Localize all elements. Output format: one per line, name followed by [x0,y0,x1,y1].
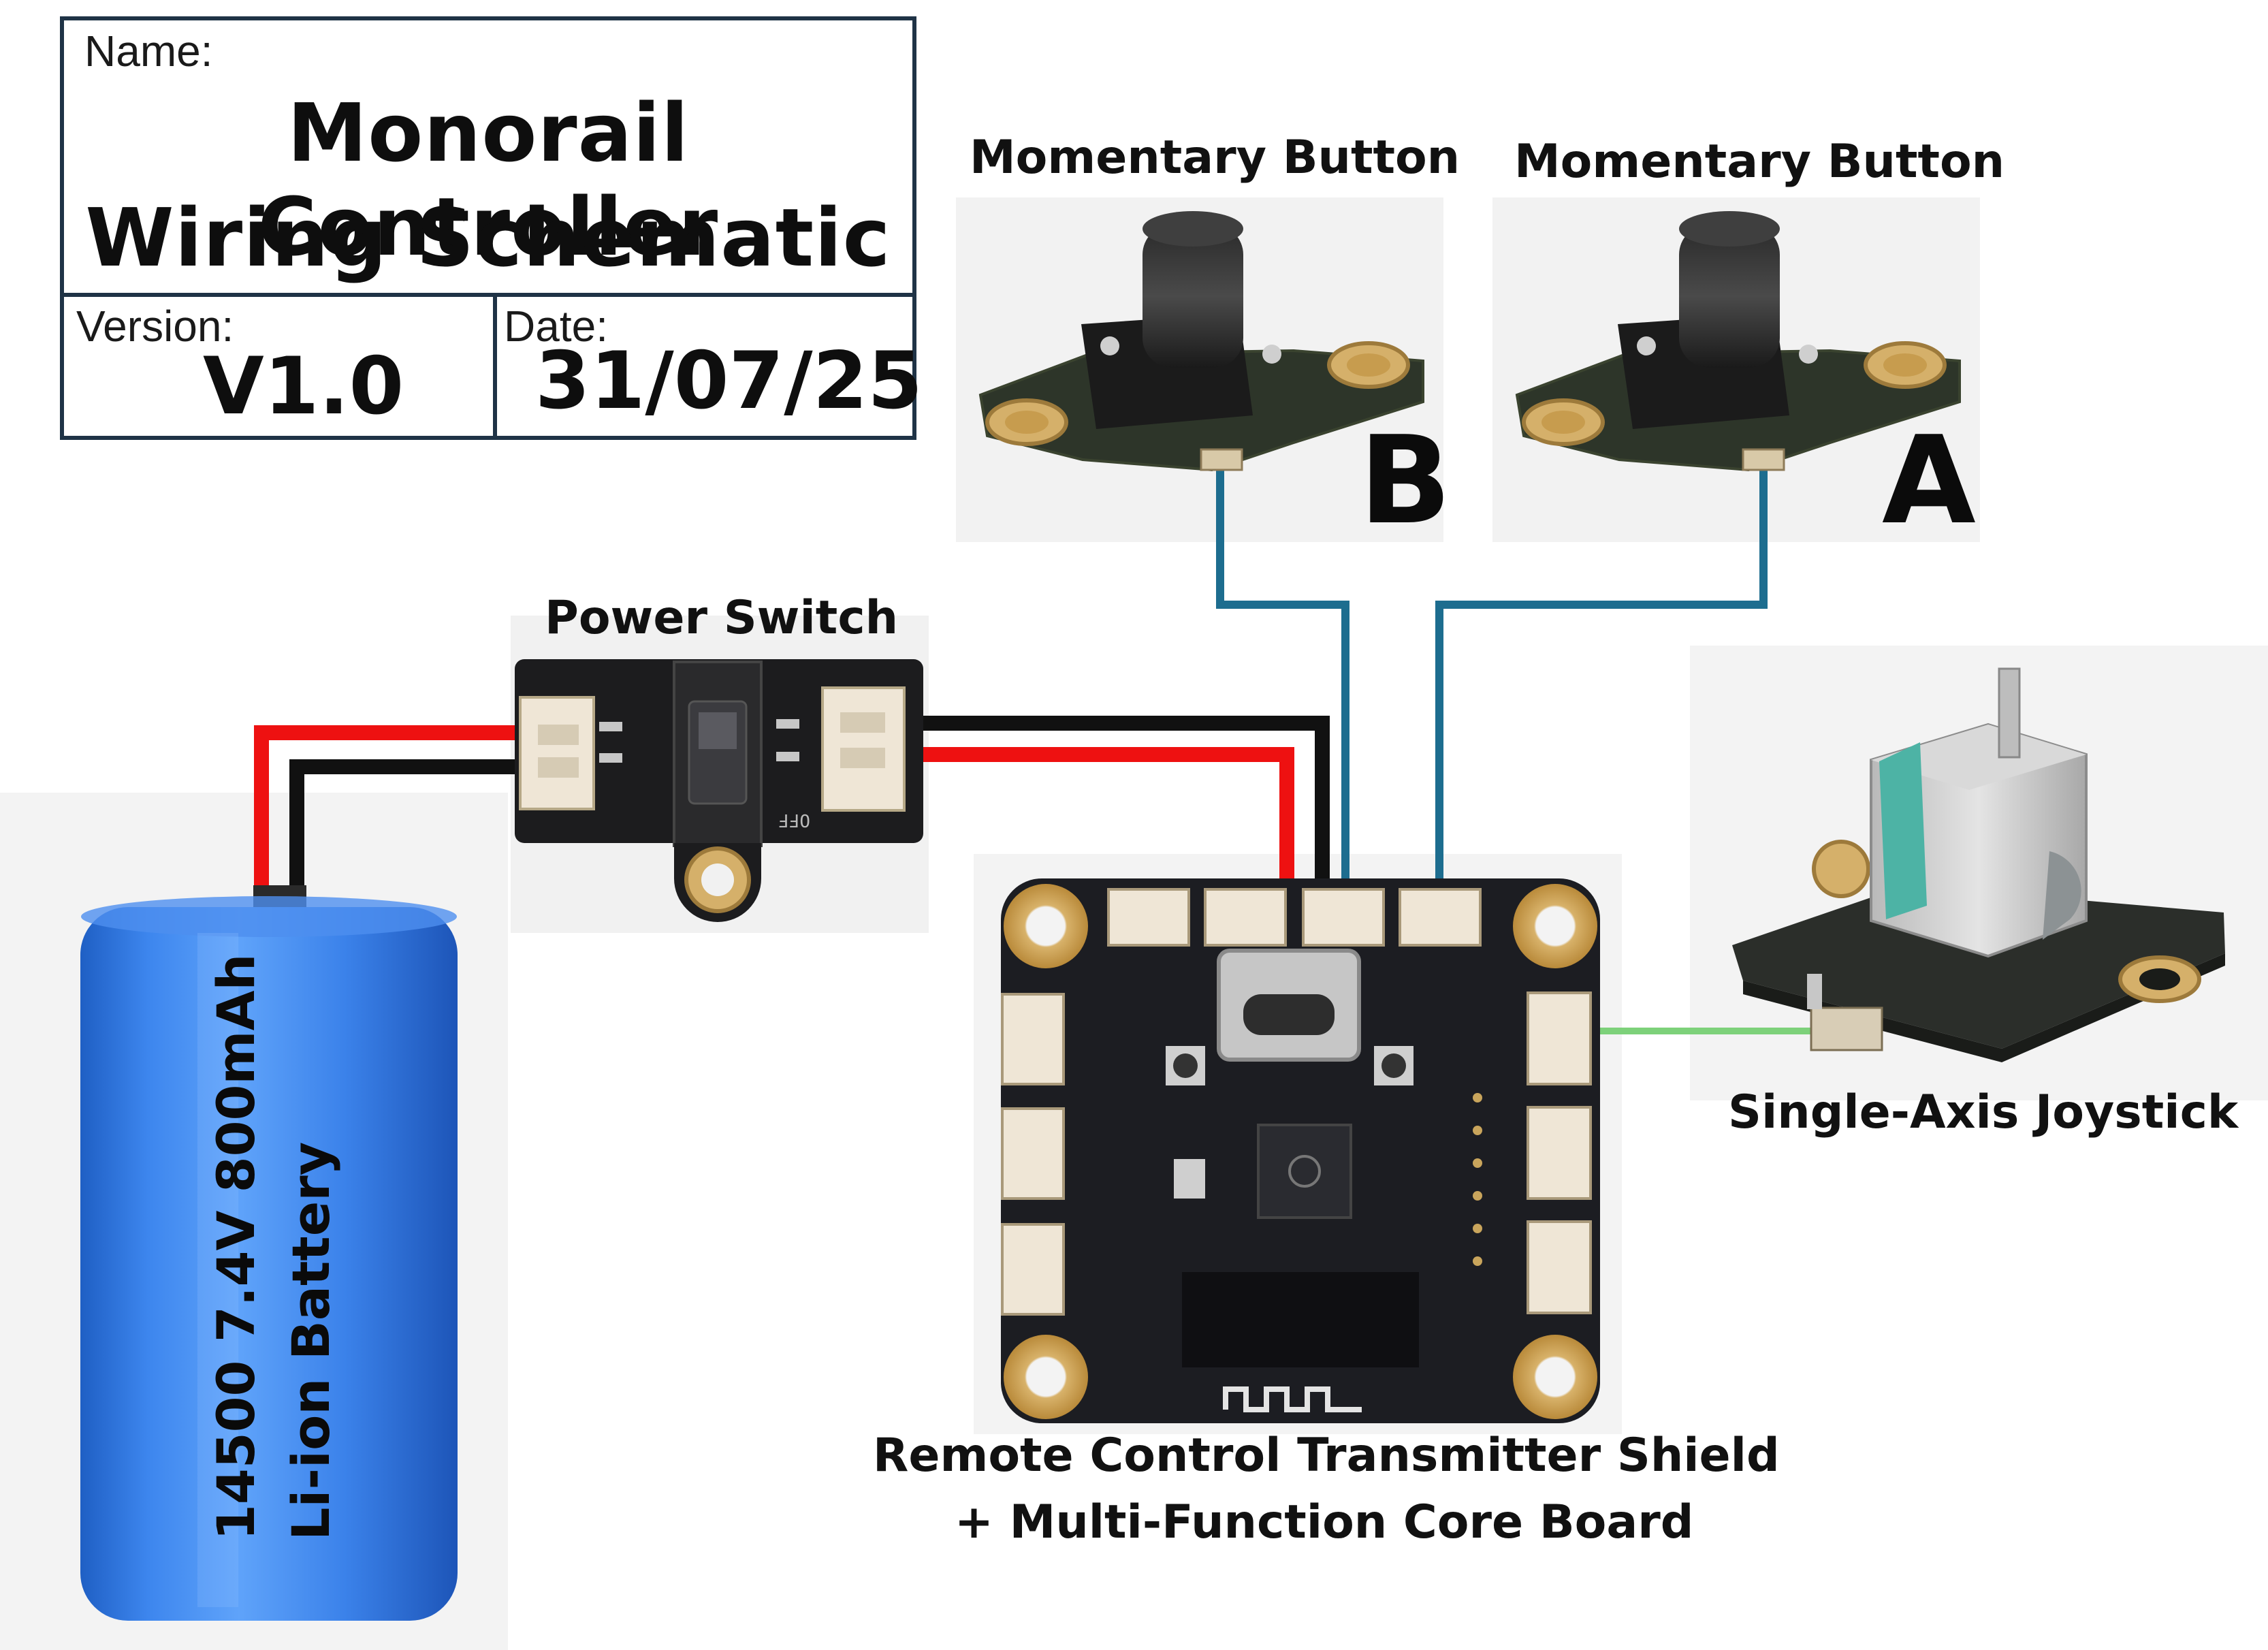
title-block-name-cell: Name: Monorail Controller Wiring Schemat… [64,20,912,297]
switch-silk-off: OFF [778,810,810,830]
date-label: Date: [504,302,608,351]
power-switch-label: Power Switch [545,591,899,645]
button-a-label: Momentary Button [1514,135,2005,189]
version-value: V1.0 [203,340,404,432]
core-board-label-line2: + Multi-Function Core Board [955,1495,1694,1549]
wire-battery-positive [254,725,594,902]
battery-label: 14500 7.4V 800mAh Li-ion Battery [199,953,349,1540]
power-switch-module: OFF [515,659,923,922]
core-board-module [1001,878,1600,1423]
wire-battery-negative [289,759,594,902]
button-b-letter: B [1359,410,1452,551]
button-b-module [978,211,1424,472]
version-label: Version: [76,302,234,351]
battery-cell [80,885,458,1621]
wire-switch-negative [851,716,1330,900]
wire-button-b-signal [1216,460,1349,900]
name-label: Name: [84,27,213,76]
button-a-module [1515,211,1961,472]
schematic-title-line2: Wiring Schematic [85,191,891,285]
button-b-label: Momentary Button [970,131,1460,185]
wire-button-a-signal [1435,460,1768,900]
title-block-version-cell: Version: V1.0 [64,297,497,436]
battery-label-line2: Li-ion Battery [281,1141,342,1540]
battery-label-line1: 14500 7.4V 800mAh [206,953,266,1540]
wire-switch-positive [851,747,1294,900]
core-board-label-line1: Remote Control Transmitter Shield [873,1429,1780,1482]
schematic-title-line1: Monorail Controller [257,86,719,274]
date-value: 31/07/25 [535,335,923,427]
button-a-letter: A [1882,410,1976,551]
title-block-date-cell: Date: 31/07/25 [497,297,923,436]
joystick-label: Single-Axis Joystick [1728,1085,2239,1139]
joystick-module [1732,667,2225,1062]
title-block: Name: Monorail Controller Wiring Schemat… [60,16,923,440]
